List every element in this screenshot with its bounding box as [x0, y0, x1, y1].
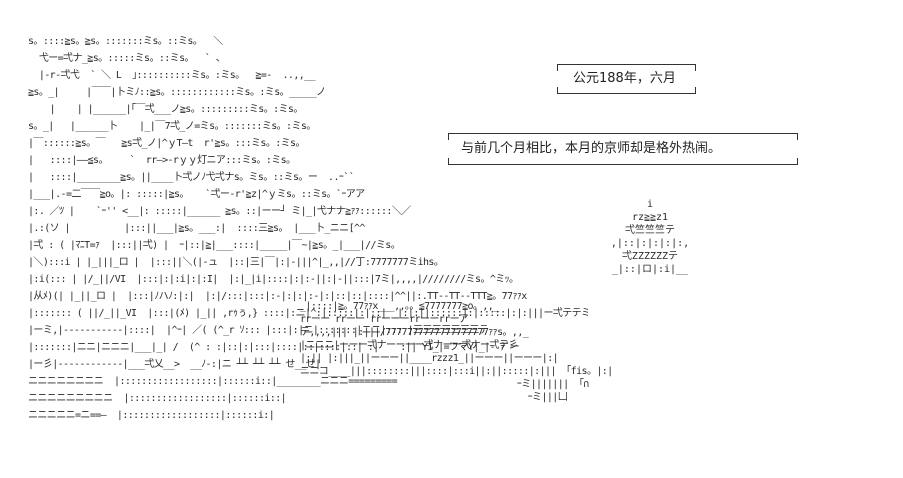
ascii-art-row: | ::::|――≦s。 ` rr―>-rｙｙ灯ニア:::ミs。:ミs。: [28, 155, 296, 166]
ascii-art-row: rz≧≧z1: [631, 212, 669, 223]
ascii-art-row: ≧s。_| |￣￣|卜ミﾉ::≧s。::::::::::::ミs。:ミs。___…: [28, 87, 326, 98]
ascii-art-row: s。_| |______卜 |_|￣7弌_ノ=ミs。:::::::ミs。:ミs。: [28, 121, 316, 132]
ascii-art-row: |:::::::|ニニ|ニニニ|___|_| / (^ : :|::|:|:::…: [28, 342, 520, 353]
ascii-art-row: ｰミ|||凵: [300, 392, 568, 403]
ascii-art-row: | | |______|｢￣弌___ノ≧s。:::::::::ミs。:ミs。: [28, 104, 304, 115]
ascii-art-row: ニニニニニニニニニ |::::::::::::::::::|::::::i::|: [28, 393, 287, 404]
date-caption: 公元188年，六月: [557, 64, 696, 94]
ascii-art-row: ,|::|:|:|:|:,: [610, 238, 690, 249]
ascii-art-row: |ーミ,|-----------|::::| |^ｰ| ／( (^_r ｿ:::…: [28, 325, 489, 336]
ascii-art-palace: s。::::≧s。≧s。:::::::ミs。::ミs。 ＼ 弋ー=弌ナ_≧s。:…: [28, 36, 588, 456]
ascii-art-row: 弋ー=弌ナ_≧s。:::::ミs。::ミs。 ` 、: [28, 53, 226, 64]
ascii-art-row: |弌 : ( |ﾏﾆT=ｧ |:::||弌) | ｰ|::|≧|___::::|…: [28, 240, 401, 251]
caption-bracket-bottom: [557, 87, 696, 94]
narration-caption-text: 与前几个月相比，本月的京师却是格外热闹。: [461, 141, 722, 156]
ascii-art-row: |:|| |:|||_||ーーー||____rzzz1_||ーーー||ーーー|:…: [300, 353, 559, 364]
ascii-art-row: | ::::|________≧s。||____卜弌ノﾉ弋弌ナs。ミs。::ミs…: [28, 172, 355, 183]
ascii-art-ground: _|::::|≧。77ｧｧx___,,。。≦7777777≧o。,,_rrーー …: [300, 300, 830, 404]
ascii-art-row: ニニニニニニニニ |::::::::::::::::::|::::::i::|_…: [28, 376, 398, 387]
ascii-art-row: ｰミ||||||| 「∩: [300, 379, 590, 390]
ascii-art-row: |:. ／ﾂ | `ｰ'' <__|: :::::|______ ≧s。::|ー…: [28, 206, 411, 217]
ascii-art-row: テ,,,,||| |:|||/7777777777777777777ｧｧs。,,…: [300, 327, 529, 338]
ascii-art-row: 弌ZZZZZZテ: [621, 251, 679, 262]
ascii-art-row: |ー彡|------------|___弌乂__> __ﾉ-:|ニ ┴┴ ┴┴ …: [28, 359, 321, 370]
ascii-art-row: ニニニニニ=ニ==― |::::::::::::::::::|::::::i:|: [28, 410, 275, 421]
ascii-art-row: |＼):::i | |_|||_ロ | |:::||＼(|-ュ |::|三|￣|…: [28, 257, 444, 268]
ascii-art-row: |___|.-=二￣￣≧o。|: :::::|≧s。 `弌ー-r'≧z|^ｙミs…: [28, 189, 365, 200]
ascii-art-row: ニニコ____|||::::::::|||::::|:::i||:||:::::…: [300, 366, 613, 377]
ascii-art-row: |-r-弌弋 ` ＼ L ｣::::::::::ミs。:ミs。 ≧=- ..,,…: [28, 70, 316, 81]
narration-caption: 与前几个月相比，本月的京师却是格外热闹。: [448, 133, 798, 165]
caption-bracket-top: [557, 64, 696, 71]
ascii-art-row: _|::|ロ|:i|__: [611, 264, 689, 275]
date-caption-text: 公元188年，六月: [573, 71, 676, 86]
ascii-art-row: rrーー rrーー rrーーーrrーーrrーア: [300, 314, 469, 325]
caption-bracket-bottom: [448, 158, 798, 165]
ascii-art-row: _|::::|≧。77ｧｧx___,,。。≦7777777≧o。,,_: [300, 301, 499, 312]
ascii-art-row: |:i(::: | |/_||/VI |:::|:|:i|:|:I| |:|_|…: [28, 274, 519, 285]
ascii-art-row: |ニニニ|ーーー弌ナーーーー弌ナーー弌ナー弌テ彡: [300, 340, 518, 351]
ascii-art-row: i: [646, 199, 654, 210]
ascii-art-row: s。::::≧s。≧s。:::::::ミs。::ミs。 ＼: [28, 36, 223, 47]
ascii-art-row: |￣::::::≧s。￣ ≧s弌_ノ|^ｙT―t r'≧s。:::ミs。:ミs。: [28, 138, 305, 149]
caption-bracket-top: [448, 133, 798, 140]
ascii-art-row: |::::::: ( ||/_||_VI |:::|(ﾒ) |_|| ,rｩぅ,…: [28, 308, 588, 319]
ascii-art-row: |从ﾒ)(| |_||_ロ | |:::|ﾉハﾉ:|:| |:|/:::|:::…: [28, 291, 527, 302]
ascii-art-row: |.:(ソ | |:::||___|≧s。___:| ::::三≧s。 |___…: [28, 223, 365, 234]
ascii-art-row: 弌竺竺竺テ: [625, 225, 675, 236]
